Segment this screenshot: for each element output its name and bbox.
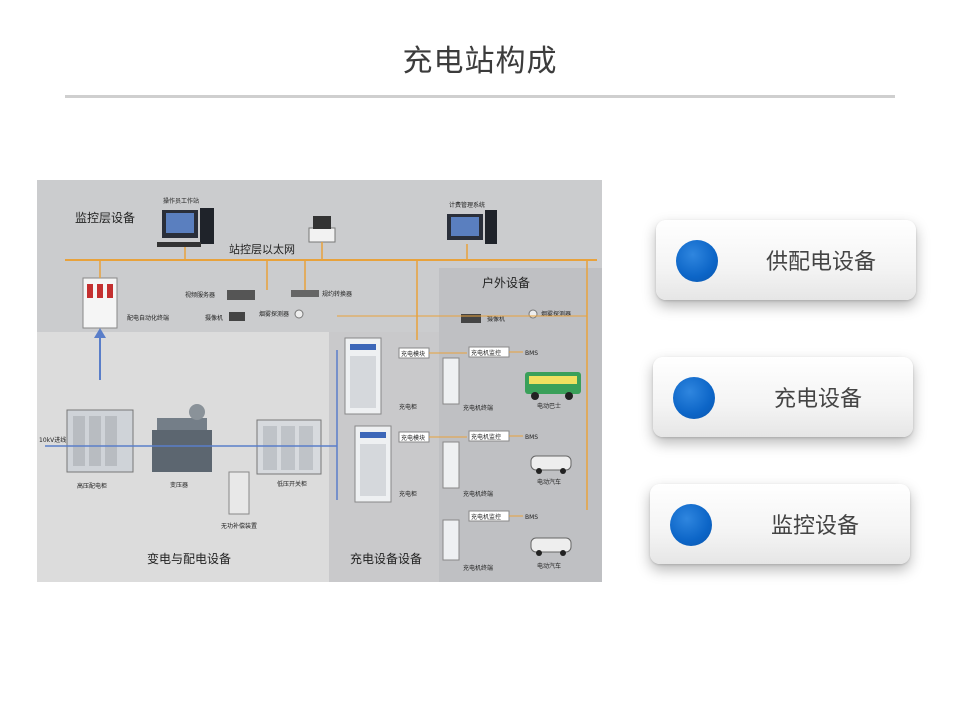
category-card-charging: 充电设备 xyxy=(653,357,913,437)
operator-station-label: 操作员工作站 xyxy=(163,197,199,205)
zone-label-monitor: 监控层设备 xyxy=(75,211,135,225)
zone-label-outdoor: 户外设备 xyxy=(482,275,530,290)
ev-bus-label: 电动巴士 xyxy=(537,402,561,410)
charger-terminal-label-2: 充电机终端 xyxy=(463,490,493,498)
charger-cabinet-label-2: 充电柜 xyxy=(399,490,417,498)
zone-label-substation: 变电与配电设备 xyxy=(147,551,231,566)
category-label-charging: 充电设备 xyxy=(773,387,862,412)
charger-cabinet-icon-1 xyxy=(344,337,382,415)
lv-switchgear-icon xyxy=(256,419,322,475)
outdoor-camera-label: 摄像机 xyxy=(487,315,505,323)
transformer-label: 变压器 xyxy=(170,481,188,489)
bms-label-1: BMS xyxy=(525,350,538,357)
lv-switchgear-label: 低压开关柜 xyxy=(277,480,307,488)
charger-monitor-label-2: 充电机监控 xyxy=(471,433,501,441)
outdoor-smoke-label: 烟雾探测器 xyxy=(541,310,571,318)
outdoor-camera-icon xyxy=(461,314,481,323)
transformer-icon xyxy=(152,404,212,472)
title-divider xyxy=(65,95,895,98)
dist-terminal-icon xyxy=(82,277,118,329)
hv-cabinet-icon xyxy=(66,409,134,473)
category-card-monitoring: 监控设备 xyxy=(650,484,910,564)
hv-cabinet-label: 高压配电柜 xyxy=(77,482,107,490)
outdoor-smoke-icon xyxy=(528,309,538,319)
voltage-in-label: 10kV进线 xyxy=(39,436,66,444)
ev-car-icon-1 xyxy=(530,455,572,474)
smoke-detector-label: 烟雾探测器 xyxy=(259,310,289,318)
charging-module-label-2: 充电模块 xyxy=(401,434,425,442)
protocol-converter-icon xyxy=(291,290,319,297)
category-label-power-supply: 供配电设备 xyxy=(765,250,876,275)
bullet-dot-icon xyxy=(673,377,715,419)
zone-label-charging: 充电设备设备 xyxy=(350,551,422,566)
smoke-detector-icon xyxy=(294,309,304,319)
ev-car-icon-2 xyxy=(530,537,572,556)
charger-pile-icon-3 xyxy=(442,519,460,561)
charger-cabinet-icon-2 xyxy=(354,425,392,503)
camera-icon xyxy=(229,312,245,321)
charger-cabinet-label-1: 充电柜 xyxy=(399,403,417,411)
protocol-converter-label: 规约转换器 xyxy=(322,290,352,298)
charger-monitor-label-3: 充电机监控 xyxy=(471,513,501,521)
page-title: 充电站构成 xyxy=(402,44,558,79)
camera-label: 摄像机 xyxy=(205,314,223,322)
category-label-monitoring: 监控设备 xyxy=(770,514,859,539)
charging-station-diagram: 监控层设备 户外设备 变电与配电设备 充电设备设备 站控层以太网 操作员工作站 … xyxy=(37,180,602,582)
video-server-icon xyxy=(227,290,255,300)
charger-pile-icon-1 xyxy=(442,357,460,405)
charging-module-label-1: 充电模块 xyxy=(401,350,425,358)
bullet-dot-icon xyxy=(670,504,712,546)
ev-bus-icon xyxy=(525,372,581,400)
charger-monitor-label-1: 充电机监控 xyxy=(471,349,501,357)
ethernet-label: 站控层以太网 xyxy=(229,242,295,256)
ev-car-label-1: 电动汽车 xyxy=(537,478,561,486)
bms-label-3: BMS xyxy=(525,514,538,521)
printer-icon xyxy=(308,216,336,243)
operator-station-icon xyxy=(157,208,214,247)
charger-terminal-label-1: 充电机终端 xyxy=(463,404,493,412)
reactive-comp-icon xyxy=(228,471,250,515)
charger-pile-icon-2 xyxy=(442,441,460,489)
charger-terminal-label-3: 充电机终端 xyxy=(463,564,493,572)
bullet-dot-icon xyxy=(676,240,718,282)
bms-label-2: BMS xyxy=(525,434,538,441)
reactive-comp-label: 无功补偿装置 xyxy=(221,522,257,530)
ev-car-label-2: 电动汽车 xyxy=(537,562,561,570)
billing-system-icon xyxy=(447,210,497,244)
dist-terminal-label: 配电自动化终端 xyxy=(127,314,169,322)
billing-system-label: 计费管理系统 xyxy=(449,201,485,209)
video-server-label: 视频服务器 xyxy=(185,291,215,299)
category-card-power-supply: 供配电设备 xyxy=(656,220,916,300)
